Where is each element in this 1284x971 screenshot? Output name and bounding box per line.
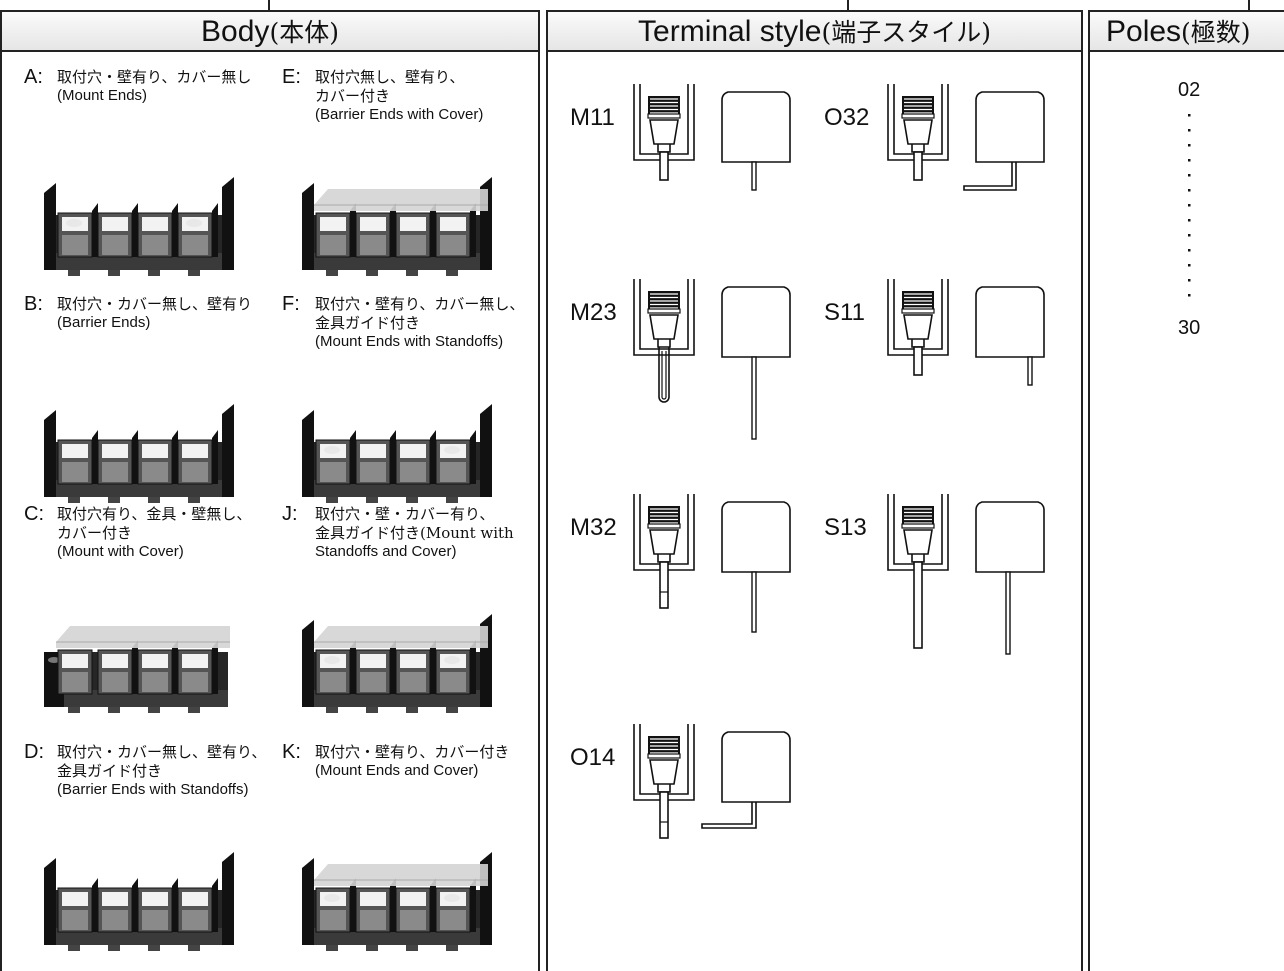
terminal-code: M11 bbox=[570, 104, 615, 131]
terminal-code: M32 bbox=[570, 514, 617, 541]
body-option-jp: 取付穴・カバー無し、壁有り、 bbox=[57, 743, 267, 761]
body-option-en: (Mount Ends with Standoffs) bbox=[315, 333, 504, 350]
terminal-block-image bbox=[302, 177, 492, 276]
terminal-title-jp: (端子スタイル) bbox=[821, 18, 991, 47]
terminal-code: M23 bbox=[570, 299, 617, 326]
terminal-code: O14 bbox=[570, 744, 616, 771]
poles-panel-title: Poles(極数) bbox=[1090, 12, 1284, 52]
body-option-en: (Barrier Ends) bbox=[57, 314, 151, 331]
terminal-option: S13 bbox=[824, 492, 1074, 682]
terminal-block-image bbox=[302, 404, 492, 503]
body-option: C: 取付穴有り、金具・壁無し、カバー付き(Mount with Cover) bbox=[24, 504, 279, 724]
terminal-block-image bbox=[44, 852, 234, 951]
body-option-letter: E: bbox=[282, 66, 301, 88]
poles-connector-tick bbox=[1248, 0, 1250, 12]
body-option-jp: 取付穴無し、壁有り、 bbox=[315, 68, 465, 86]
body-option-en: (Barrier Ends with Standoffs) bbox=[57, 781, 249, 798]
terminal-front-view bbox=[633, 494, 695, 609]
body-option-jp: 取付穴・壁有り、カバー無し、 bbox=[315, 295, 525, 313]
terminal-side-view bbox=[721, 501, 791, 633]
terminal-block-image bbox=[44, 626, 230, 713]
terminal-front-view bbox=[887, 84, 949, 181]
body-title-en: Body bbox=[201, 15, 270, 48]
terminal-front-view bbox=[887, 279, 949, 376]
terminal-front-view bbox=[633, 84, 695, 181]
terminal-side-view bbox=[963, 91, 1045, 191]
terminal-front-view bbox=[633, 724, 695, 839]
terminal-option: M11 bbox=[570, 82, 820, 272]
body-option-en: (Mount Ends and Cover) bbox=[315, 762, 479, 779]
body-option-jp: 取付穴・カバー無し、壁有り bbox=[57, 295, 253, 313]
terminal-block-image bbox=[44, 177, 234, 276]
body-option: F: 取付穴・壁有り、カバー無し、金具ガイド付き(Mount Ends with … bbox=[282, 294, 537, 514]
body-option-jp: 取付穴・壁有り、カバー付き bbox=[315, 743, 510, 761]
terminal-side-view bbox=[701, 731, 791, 829]
terminal-side-view bbox=[975, 501, 1045, 655]
terminal-code: S11 bbox=[824, 299, 865, 326]
body-option-letter: D: bbox=[24, 741, 44, 763]
body-option-jp: 金具ガイド付き(Mount with bbox=[315, 524, 514, 542]
body-option-jp: 取付穴有り、金具・壁無し、 bbox=[57, 505, 252, 523]
terminal-block-image bbox=[302, 852, 492, 951]
terminal-code: O32 bbox=[824, 104, 870, 131]
poles-title-jp: (極数) bbox=[1181, 18, 1251, 47]
terminal-title-en: Terminal style bbox=[638, 15, 822, 48]
terminal-front-view bbox=[633, 279, 695, 403]
body-option: D: 取付穴・カバー無し、壁有り、金具ガイド付き(Barrier Ends wit… bbox=[24, 742, 279, 962]
terminal-block-image bbox=[44, 404, 234, 503]
body-option-en: (Mount with Cover) bbox=[57, 543, 184, 560]
terminal-side-view bbox=[721, 91, 791, 191]
body-option-jp: カバー付き bbox=[57, 524, 133, 542]
body-option: K: 取付穴・壁有り、カバー付き(Mount Ends and Cover) bbox=[282, 742, 537, 962]
terminal-side-view bbox=[975, 286, 1045, 386]
terminal-option: O14 bbox=[570, 722, 820, 912]
body-option-jp: 金具ガイド付き bbox=[315, 314, 421, 332]
terminal-panel-title: Terminal style(端子スタイル) bbox=[548, 12, 1081, 52]
terminal-connector-tick bbox=[847, 0, 849, 12]
terminal-block-image bbox=[302, 614, 492, 713]
body-option: A: 取付穴・壁有り、カバー無し(Mount Ends) bbox=[24, 67, 279, 287]
body-option-en: (Barrier Ends with Cover) bbox=[315, 106, 484, 123]
terminal-option: O32 bbox=[824, 82, 1074, 272]
body-option-letter: F: bbox=[282, 293, 300, 315]
terminal-code: S13 bbox=[824, 514, 867, 541]
body-option: B: 取付穴・カバー無し、壁有り(Barrier Ends) bbox=[24, 294, 279, 514]
body-option-jp: 取付穴・壁・カバー有り、 bbox=[315, 505, 495, 523]
body-option-jp: 取付穴・壁有り、カバー無し bbox=[57, 68, 252, 86]
body-option-letter: K: bbox=[282, 741, 301, 763]
terminal-option: S11 bbox=[824, 277, 1074, 467]
poles-panel: Poles(極数) 02 30 bbox=[1088, 10, 1284, 971]
body-panel-title: Body(本体) bbox=[2, 12, 538, 52]
body-option: E: 取付穴無し、壁有り、カバー付き(Barrier Ends with Cove… bbox=[282, 67, 537, 287]
body-title-jp: (本体) bbox=[269, 18, 339, 47]
body-option-letter: A: bbox=[24, 66, 43, 88]
body-option-jp: カバー付き bbox=[315, 87, 391, 105]
terminal-front-view bbox=[887, 494, 949, 649]
body-option-en: Standoffs and Cover) bbox=[315, 543, 457, 560]
poles-min: 02 bbox=[1178, 79, 1201, 101]
body-connector-tick bbox=[268, 0, 270, 12]
body-option-letter: B: bbox=[24, 293, 43, 315]
poles-title-en: Poles bbox=[1106, 15, 1182, 48]
terminal-option: M23 bbox=[570, 277, 820, 467]
body-panel: Body(本体) A: 取付穴・壁有り、カバー無し(Mount Ends) E: 取付… bbox=[0, 10, 540, 971]
poles-max: 30 bbox=[1178, 317, 1201, 339]
terminal-side-view bbox=[721, 286, 791, 440]
terminal-option: M32 bbox=[570, 492, 820, 682]
body-option-jp: 金具ガイド付き bbox=[57, 762, 163, 780]
body-option-letter: J: bbox=[282, 503, 298, 525]
poles-range-dots bbox=[1188, 114, 1191, 297]
body-option-en: (Mount Ends) bbox=[57, 87, 148, 104]
body-option-letter: C: bbox=[24, 503, 44, 525]
